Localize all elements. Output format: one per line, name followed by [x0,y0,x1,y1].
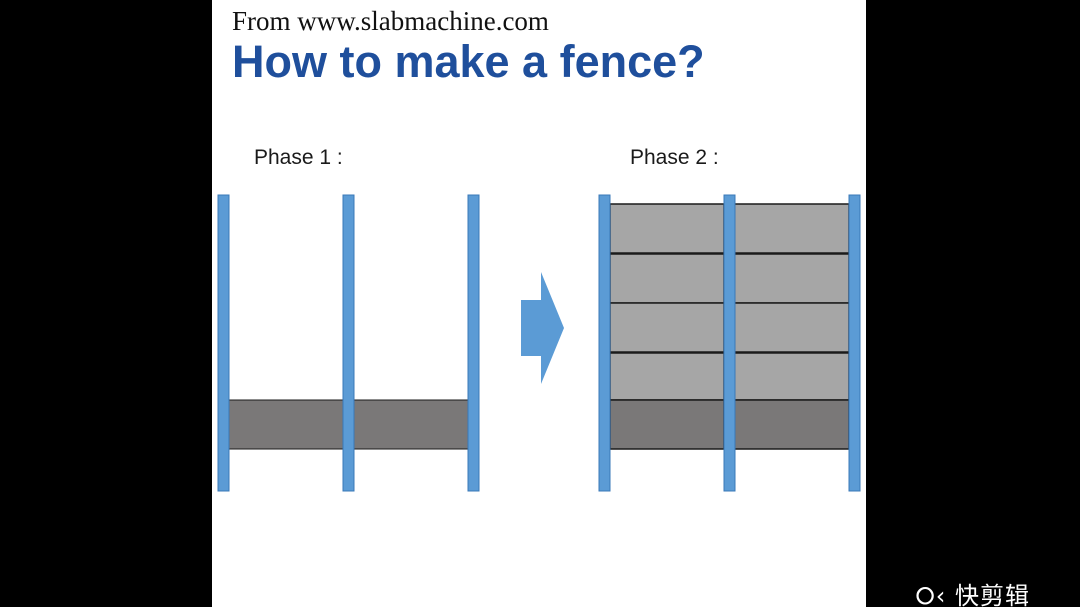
phase-2-base-slab-right [733,399,850,450]
phase-1-base-slab-left [228,399,345,450]
phase-2-slabs-right-bay [733,203,850,450]
phase-2-slabs-left-bay [609,203,725,450]
fence-diagram: Phase 1 : Phase 2 : [217,146,861,492]
phase-2-post-middle [723,194,736,492]
phase-2-slab-right-row-3 [733,302,850,353]
source-line: From www.slabmachine.com [232,6,549,36]
phase-1-post-left [217,194,230,492]
phase-2-slab-right-row-1 [733,203,850,254]
phase-2-post-right [848,194,861,492]
slide: From www.slabmachine.com How to make a f… [212,0,866,607]
watermark-text: 快剪辑 [955,582,1030,607]
phase-2-post-left [598,194,611,492]
phase-2-base-slab-left [609,399,725,450]
phase-2-slab-left-row-4 [609,352,725,401]
slide-title: How to make a fence? [232,36,705,87]
phase-1-base-slab-right [353,399,469,450]
phase-1-label: Phase 1 : [254,146,343,169]
phase-1-post-middle [342,194,355,492]
phase-1-group: Phase 1 : [217,146,480,492]
phase-2-slab-left-row-1 [609,203,725,254]
right-arrow-icon [521,272,564,384]
phase-2-slab-right-row-2 [733,253,850,304]
kuaijianji-watermark: ⭘‹ 快剪辑 [916,576,1030,607]
phase-1-post-right [467,194,480,492]
phase-2-group: Phase 2 : [598,146,861,492]
kuaijianji-logo-icon: ⭘‹ [915,582,947,607]
phase-2-label: Phase 2 : [630,146,719,169]
phase-2-slab-right-row-4 [733,352,850,401]
phase-2-slab-left-row-3 [609,302,725,353]
phase-2-slab-left-row-2 [609,253,725,304]
